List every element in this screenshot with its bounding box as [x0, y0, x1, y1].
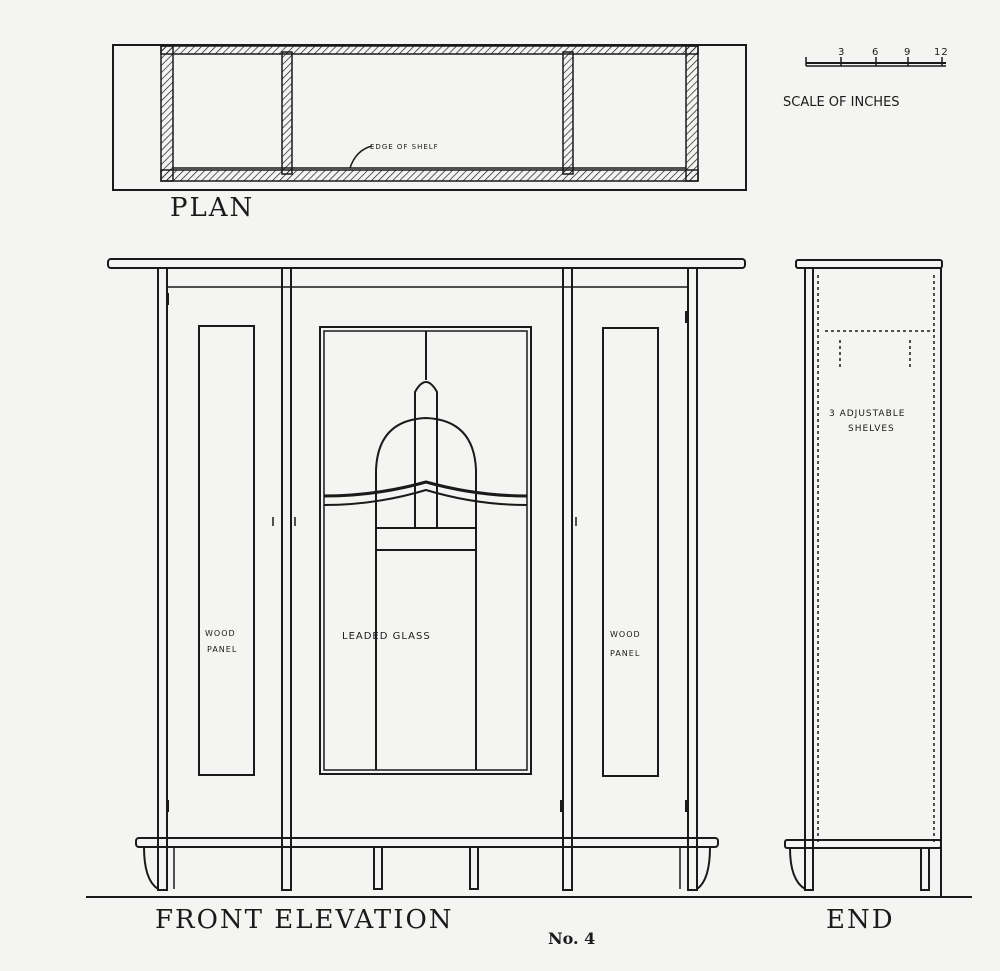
plan-note-leader	[349, 145, 373, 169]
elevation-top-board	[107, 258, 746, 269]
plan-divider-right	[562, 51, 574, 175]
lead-wave-lower	[323, 488, 528, 506]
elevation-base-board	[135, 837, 719, 848]
scale-label-12: 12	[934, 47, 949, 58]
leaded-glass-pattern	[323, 331, 528, 770]
plan-divider-left	[281, 51, 293, 175]
drawing-number: No. 4	[548, 929, 595, 948]
plan-view: EDGE OF SHELF	[112, 44, 747, 191]
plan-title: PLAN	[170, 193, 254, 223]
base-bracket-right	[696, 846, 711, 890]
elevation-post-left	[157, 267, 168, 891]
end-post-left	[804, 267, 814, 891]
plan-back-wall	[160, 45, 699, 55]
end-title: END	[826, 905, 895, 935]
elevation-post-right	[687, 267, 698, 891]
hinge-center-bottom	[560, 800, 563, 812]
elevation-post-inner-left	[281, 267, 292, 891]
right-door-panel	[602, 327, 659, 777]
right-panel-label-2: PANEL	[610, 649, 640, 658]
hinge-left-bottom	[166, 800, 169, 812]
front-elevation-title: FRONT ELEVATION	[155, 905, 454, 935]
left-door-panel	[198, 325, 255, 776]
shelves-note-1: 3 ADJUSTABLE	[829, 409, 905, 419]
plan-left-wall	[160, 45, 174, 182]
base-bracket-left	[143, 846, 159, 890]
end-base-bracket	[789, 847, 806, 890]
right-panel-label-1: WOOD	[610, 630, 641, 639]
lead-wave-upper	[323, 480, 528, 498]
base-leg-3	[469, 846, 479, 890]
front-elevation-view: WOOD PANEL WOOD PANEL LEADED GLASS	[107, 258, 746, 891]
lead-pendant	[414, 381, 438, 527]
lead-arch	[375, 416, 477, 770]
left-panel-label-2: PANEL	[207, 645, 237, 654]
end-base-leg	[920, 847, 930, 891]
base-leg-2	[373, 846, 383, 890]
elevation-post-inner-right	[562, 267, 573, 891]
end-view: 3 ADJUSTABLE SHELVES	[784, 259, 943, 896]
center-panel-label: LEADED GLASS	[342, 631, 431, 642]
shelves-note-2: SHELVES	[848, 424, 895, 434]
end-base-board	[784, 839, 942, 849]
scale-label-3: 3	[838, 47, 845, 58]
center-door-frame	[319, 326, 532, 775]
hinge-right-bottom	[685, 800, 688, 812]
scale-bar: 3 6 9 12 SCALE OF INCHES	[783, 47, 949, 110]
scale-label-9: 9	[904, 47, 911, 58]
left-panel-label-1: WOOD	[205, 629, 236, 638]
plan-right-wall	[685, 45, 699, 182]
plan-outline	[112, 44, 747, 191]
end-top-board	[795, 259, 943, 269]
scale-label-6: 6	[872, 47, 879, 58]
plan-front-wall	[160, 169, 699, 182]
hinge-right-top	[685, 311, 688, 323]
plan-note-label: EDGE OF SHELF	[370, 143, 439, 151]
hinge-left-top	[166, 293, 169, 305]
scale-title: SCALE OF INCHES	[783, 95, 900, 110]
